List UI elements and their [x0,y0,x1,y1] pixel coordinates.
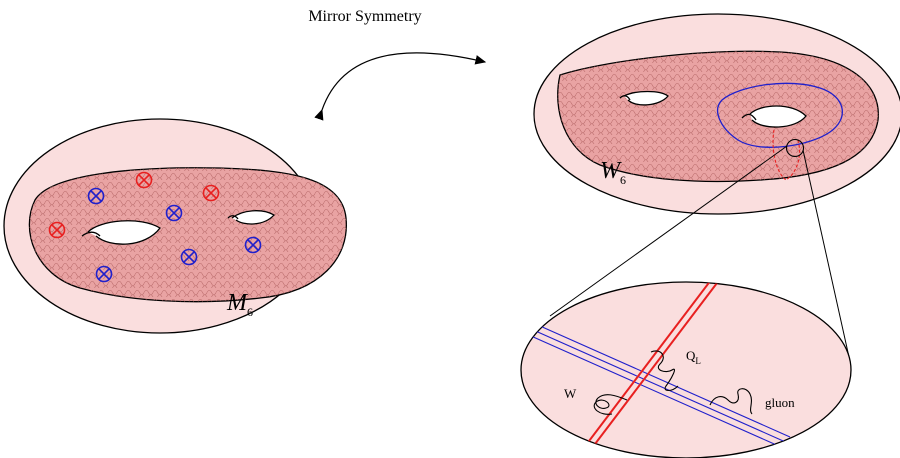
zoom-line-left [549,145,788,317]
label-gluon: gluon [765,395,795,410]
w6-hole-right [749,105,807,128]
blue-cycle [717,82,843,148]
label-ql: QL [686,348,701,366]
zoom-line-right [802,149,850,358]
red-brane-lines [585,282,718,449]
brane-blue-otimes [87,187,105,205]
ql-quark-string [650,350,679,392]
diagram-title: Mirror Symmetry [308,8,421,25]
zoom-ellipse [520,281,852,458]
brane-red-otimes [48,221,66,239]
w6-label: W6 [600,158,626,187]
brane-red-otimes [202,184,220,202]
w6-hole-left [623,90,669,106]
brane-red-otimes [135,171,153,189]
brane-blue-otimes [244,236,262,254]
zoom-source-circle [785,138,805,158]
m6-hole-right [231,210,276,225]
brane-blue-otimes [95,265,113,283]
m6-hole-left [87,220,161,245]
mirror-arrow [314,52,487,121]
blue-brane-lines [521,317,791,452]
manifold-m6: M6 [3,118,347,334]
gluon-string [709,388,753,415]
zoom-inset: W QL gluon [520,281,852,458]
manifold-w6: W6 [533,13,900,215]
m6-label: M6 [226,290,253,319]
w-boson-string [593,394,628,415]
label-w: W [564,386,577,401]
brane-blue-otimes [165,204,183,222]
brane-blue-otimes [180,248,198,266]
